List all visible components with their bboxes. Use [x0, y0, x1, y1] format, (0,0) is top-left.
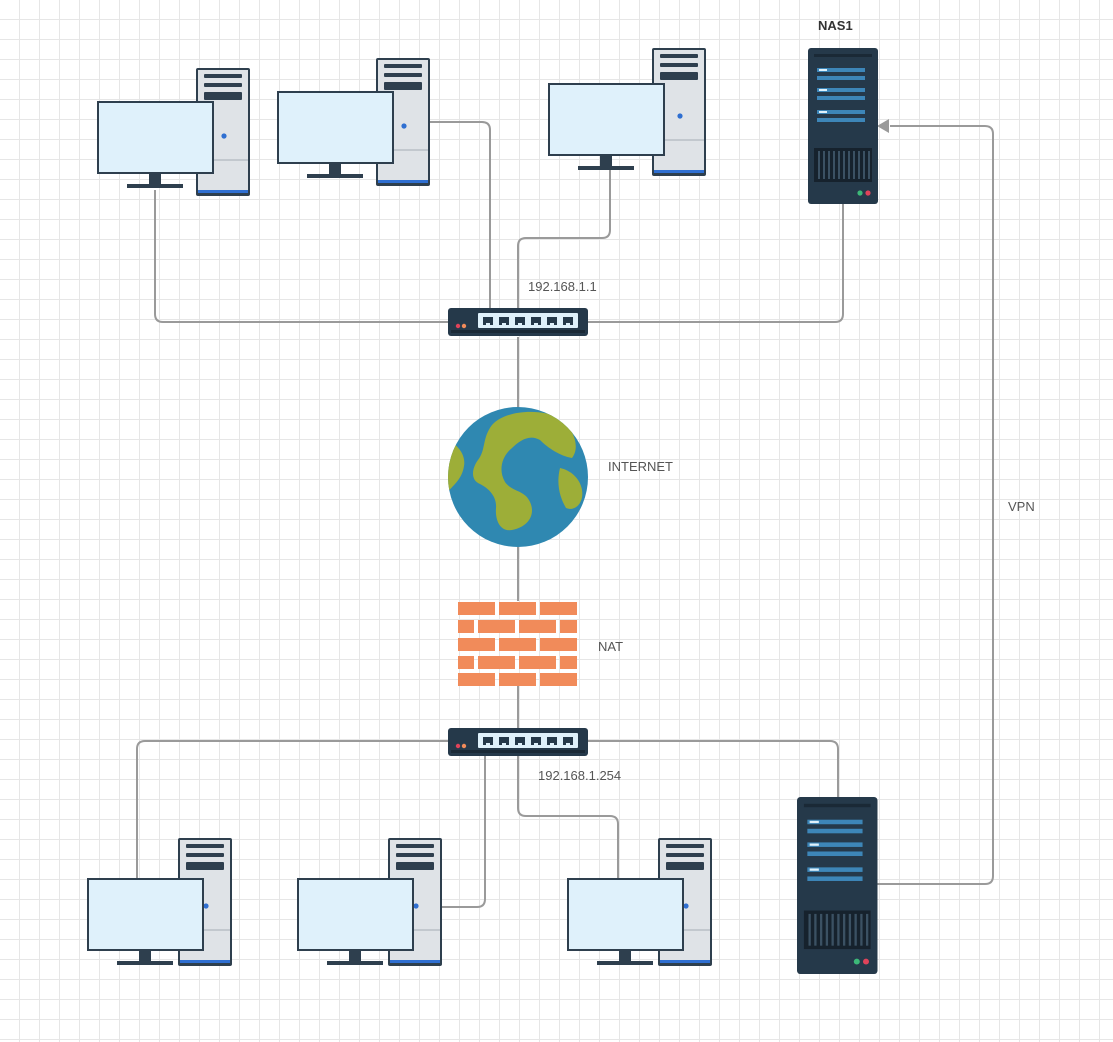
- workstation-top-1: [97, 67, 251, 197]
- link-pc1-top-switch: [154, 190, 450, 323]
- link-server-bottom-switch: [586, 740, 839, 797]
- link-nas1-top-switch: [586, 204, 844, 323]
- bottom-switch-icon: [448, 728, 588, 756]
- connection-lines: [136, 121, 994, 908]
- top-router-ip-label: 192.168.1.1: [528, 279, 597, 294]
- workstation-top-3: [548, 47, 707, 177]
- link-pc2-top-switch: [430, 121, 491, 310]
- vpn-arrow-head: [877, 119, 889, 133]
- globe-icon: [448, 407, 588, 547]
- nas1-server-icon: [807, 47, 879, 205]
- nat-label: NAT: [598, 639, 624, 654]
- internet-label: INTERNET: [608, 459, 673, 474]
- workstation-bottom-1: [87, 837, 233, 967]
- firewall-brick-icon: [458, 602, 577, 686]
- link-pc4-bottom-switch: [136, 740, 450, 878]
- desktop-computer-icon: [548, 83, 665, 170]
- link-pc3-top-switch: [517, 170, 611, 308]
- workstation-top-2: [277, 57, 431, 187]
- bottom-router-ip-label: 192.168.1.254: [538, 768, 622, 783]
- top-switch-icon: [448, 308, 588, 336]
- nas1-label: NAS1: [818, 18, 853, 33]
- remote-server-icon: [795, 795, 879, 976]
- workstation-bottom-3: [567, 837, 713, 967]
- workstation-bottom-2: [297, 837, 443, 967]
- link-pc6-bottom-switch: [517, 756, 619, 878]
- link-pc5-bottom-switch: [438, 755, 486, 908]
- vpn-tunnel-link: [877, 125, 994, 885]
- vpn-label: VPN: [1008, 499, 1035, 514]
